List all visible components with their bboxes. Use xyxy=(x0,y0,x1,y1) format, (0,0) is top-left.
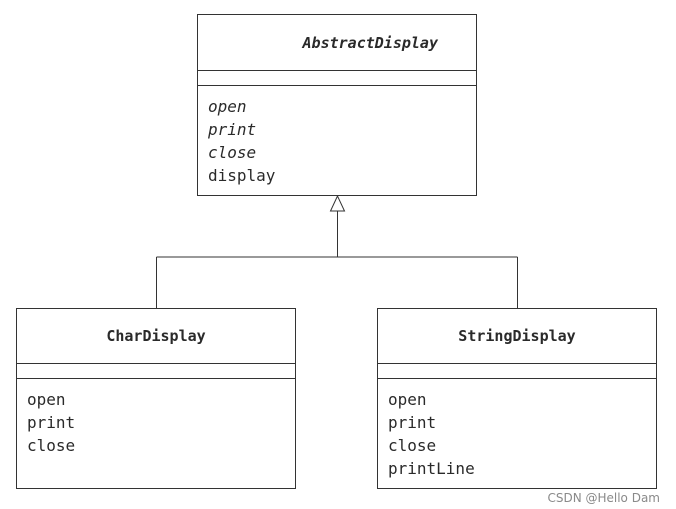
operation-print-line: printLine xyxy=(388,459,475,478)
class-string-display: StringDisplay open print close printLine xyxy=(377,308,657,489)
operations-compartment: open print close xyxy=(17,379,295,457)
operation-open: open xyxy=(27,390,66,409)
class-name-abstract-display: AbstractDisplay xyxy=(198,15,476,71)
operation-print: print xyxy=(27,413,76,432)
class-name-char-display: CharDisplay xyxy=(17,309,295,364)
operation-open: open xyxy=(208,97,247,116)
operation-close: close xyxy=(208,143,257,162)
operation-print: print xyxy=(208,120,257,139)
operations-compartment: open print close display xyxy=(198,86,476,187)
attributes-compartment xyxy=(378,364,656,379)
class-char-display: CharDisplay open print close xyxy=(16,308,296,489)
attributes-compartment xyxy=(17,364,295,379)
operation-open: open xyxy=(388,390,427,409)
operation-print: print xyxy=(388,413,437,432)
watermark-text: CSDN @Hello Dam xyxy=(545,491,662,505)
operation-close: close xyxy=(27,436,76,455)
class-name-string-display: StringDisplay xyxy=(378,309,656,364)
class-abstract-display: AbstractDisplay open print close display xyxy=(197,14,477,196)
operations-compartment: open print close printLine xyxy=(378,379,656,480)
attributes-compartment xyxy=(198,71,476,86)
operation-display: display xyxy=(208,166,276,185)
inheritance-arrowhead xyxy=(329,194,346,212)
operation-close: close xyxy=(388,436,437,455)
